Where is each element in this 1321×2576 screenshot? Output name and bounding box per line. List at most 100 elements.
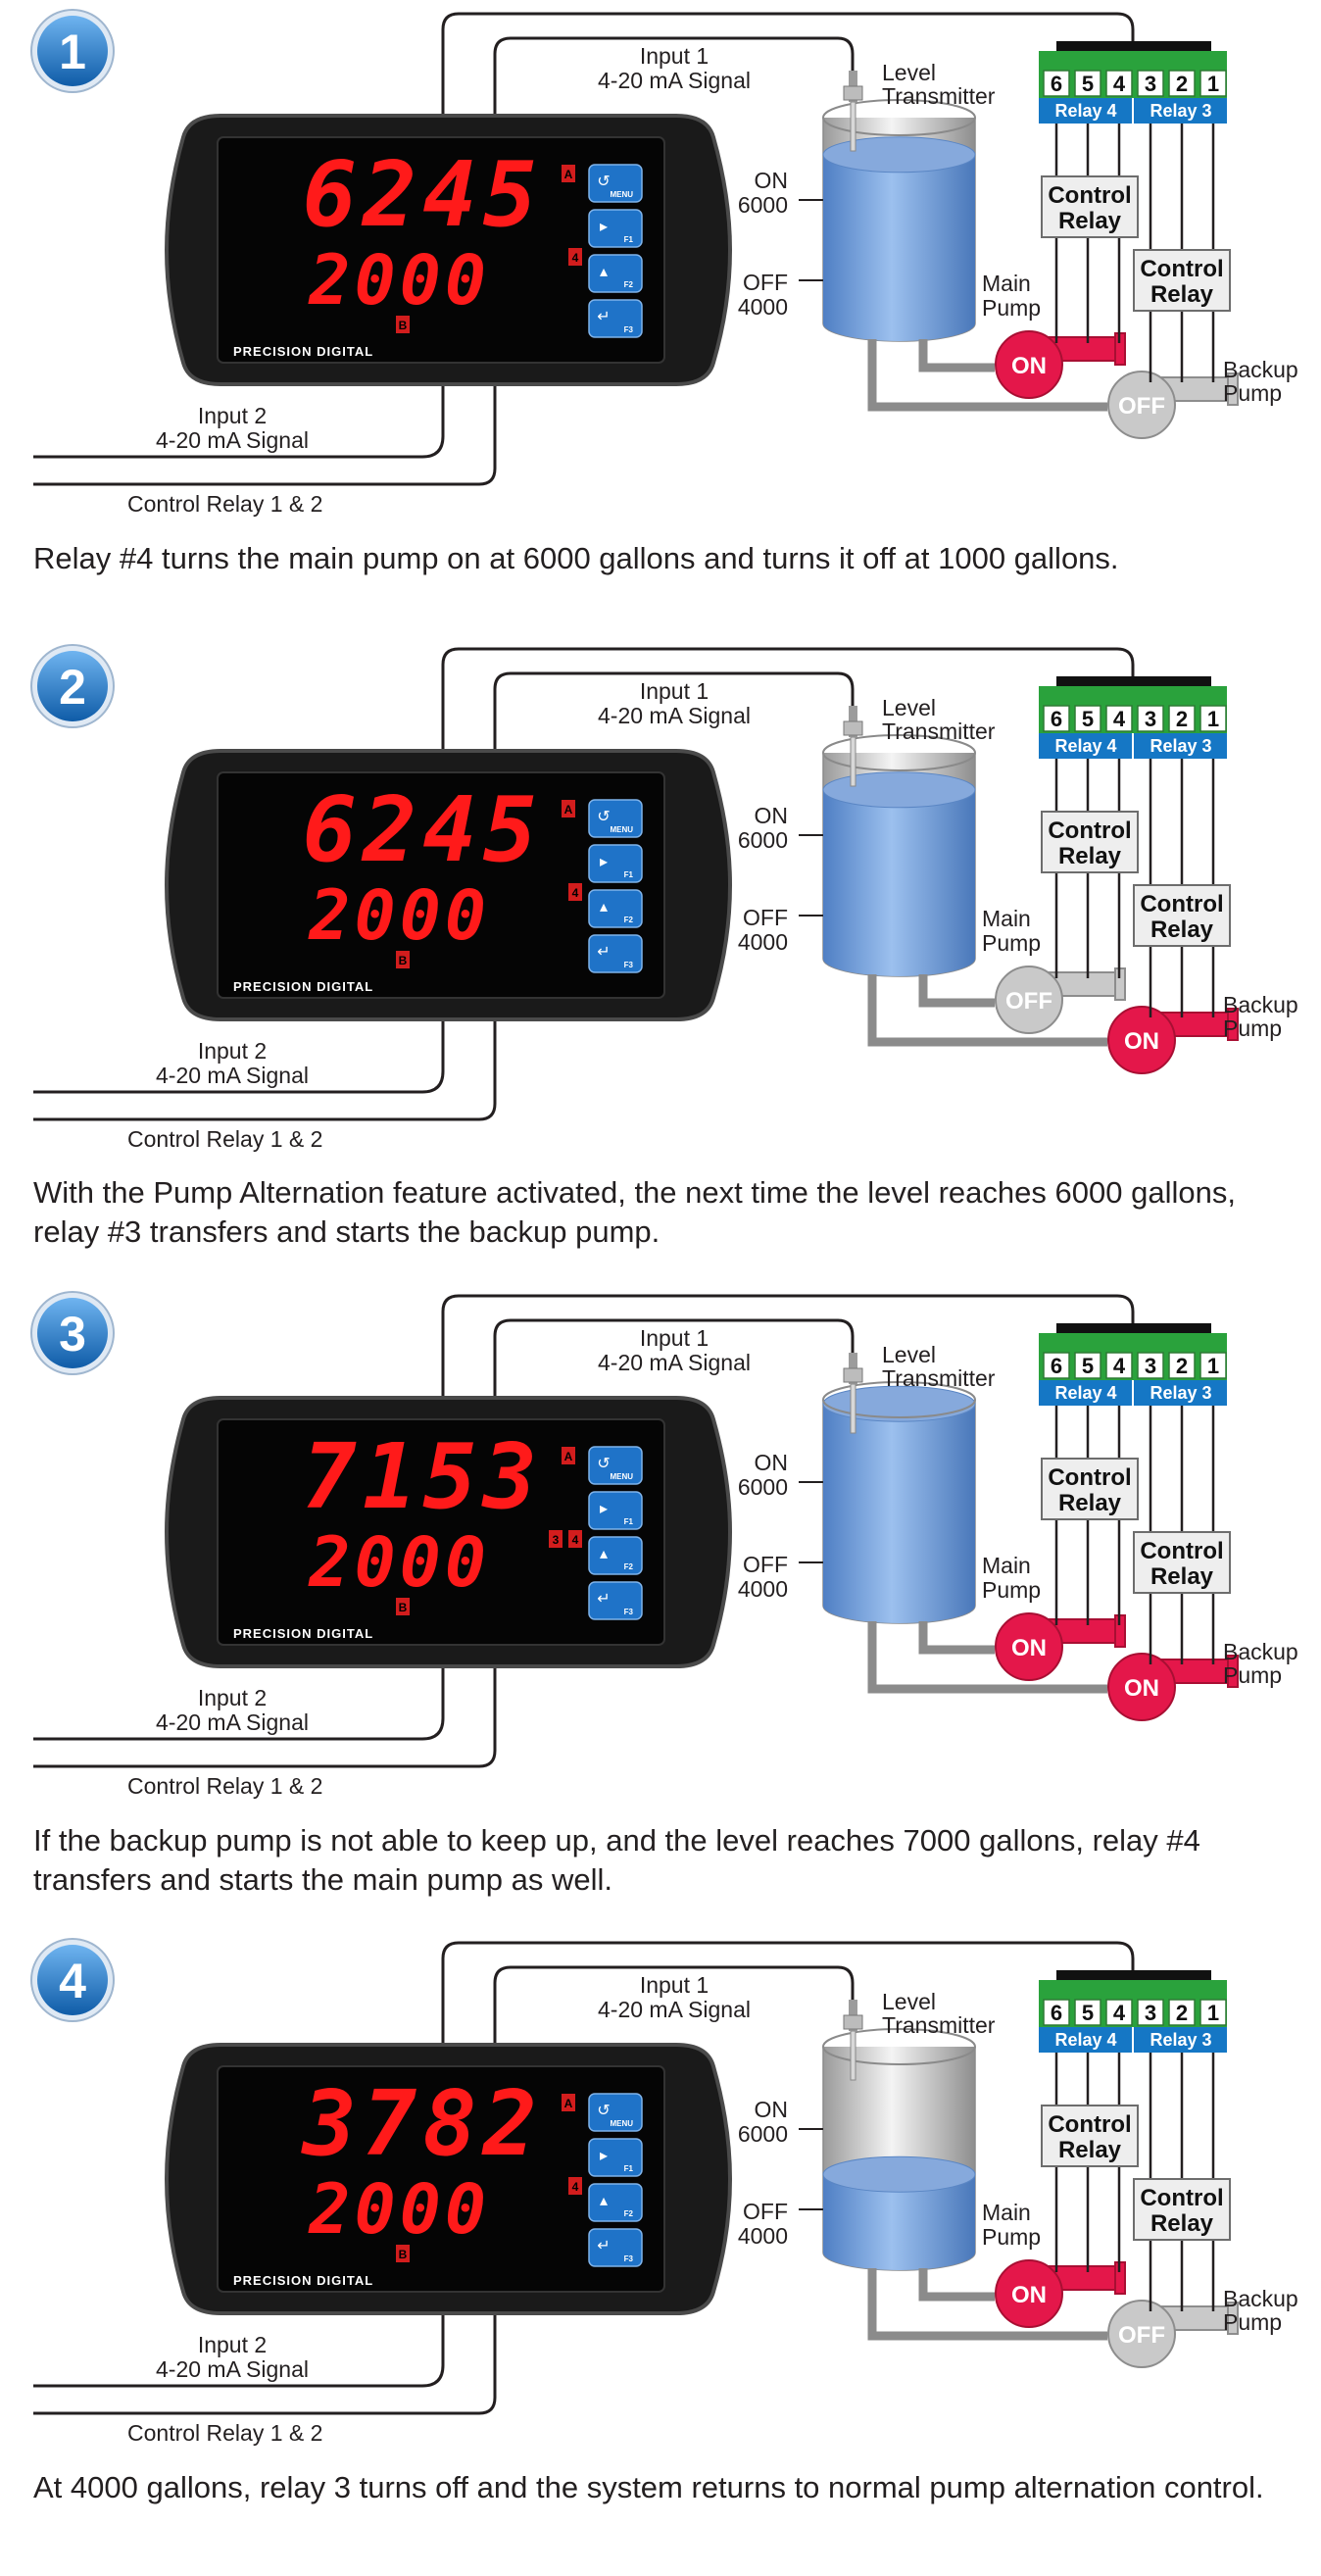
- f2-button[interactable]: ▴F2: [588, 2183, 643, 2222]
- relay3-label: Relay 3: [1150, 1383, 1211, 1403]
- button-icon: ▴: [600, 2193, 608, 2209]
- f2-button[interactable]: ▴F2: [588, 1536, 643, 1575]
- input2-label: Input 2: [198, 1038, 267, 1064]
- tank: [822, 1353, 976, 1624]
- control-relay-text-2: Relay: [1058, 2137, 1122, 2163]
- on-label: ON: [755, 1450, 789, 1475]
- pump-state: ON: [1124, 1675, 1159, 1702]
- transmitter-label: Transmitter: [882, 718, 996, 744]
- terminal-5: 5: [1082, 707, 1094, 731]
- step-number: 4: [59, 1954, 86, 2008]
- indicator-a: A: [564, 2097, 573, 2110]
- button-label: F3: [624, 1608, 634, 1616]
- display-lower-value: 2000: [308, 1522, 490, 1603]
- terminal-3: 3: [1145, 707, 1156, 731]
- terminal-3: 3: [1145, 1354, 1156, 1378]
- button-icon: ▸: [600, 2148, 608, 2164]
- discharge-pipes: [867, 2268, 1107, 2341]
- button-icon: ▴: [600, 264, 608, 280]
- menu-button[interactable]: ↺MENU: [588, 1446, 643, 1485]
- tank: [822, 71, 976, 342]
- f1-button[interactable]: ▸F1: [588, 844, 643, 883]
- button-icon: ↺: [597, 1456, 610, 1472]
- terminal-6: 6: [1051, 707, 1062, 731]
- step-caption: If the backup pump is not able to keep u…: [33, 1823, 1200, 1897]
- display-upper-value: 7153: [302, 1424, 543, 1529]
- brand-label: PRECISION DIGITAL: [233, 2273, 373, 2288]
- control-relay-text: Control: [1048, 182, 1131, 209]
- f3-button[interactable]: ↵F3: [588, 2228, 643, 2267]
- f3-button[interactable]: ↵F3: [588, 299, 643, 338]
- indicator-b: B: [399, 1601, 408, 1614]
- pump-state: ON: [1011, 353, 1047, 379]
- button-label: F3: [624, 325, 634, 334]
- f3-button[interactable]: ↵F3: [588, 934, 643, 973]
- menu-button[interactable]: ↺MENU: [588, 164, 643, 203]
- level-label: Level: [882, 695, 936, 720]
- control-relay-label: Control Relay 1 & 2: [127, 1773, 322, 1799]
- control-relay-text: Control: [1048, 2111, 1131, 2138]
- panel-meter: PRECISION DIGITAL37822000AB4↺MENU▸F1▴F2↵…: [164, 2043, 733, 2315]
- menu-button[interactable]: ↺MENU: [588, 799, 643, 838]
- relay-wiring: [1054, 124, 1215, 382]
- level-label: Level: [882, 60, 936, 85]
- control-relay-text: Control: [1140, 2185, 1223, 2211]
- button-icon: ▴: [600, 1546, 608, 1562]
- control-relay-text-2: Relay: [1150, 281, 1214, 308]
- button-icon: ↺: [597, 2103, 610, 2119]
- discharge-pipes: [867, 1621, 1107, 1694]
- main-pump-label-2: Pump: [982, 930, 1041, 956]
- f3-button[interactable]: ↵F3: [588, 1581, 643, 1620]
- control-relay-text: Control: [1048, 1464, 1131, 1491]
- button-icon: ▸: [600, 219, 608, 235]
- f2-button[interactable]: ▴F2: [588, 889, 643, 928]
- input2-label: Input 2: [198, 403, 267, 428]
- backup-pump-label-2: Pump: [1223, 2309, 1282, 2335]
- signal-wiring: [33, 1941, 1135, 2415]
- f1-button[interactable]: ▸F1: [588, 209, 643, 248]
- button-label: MENU: [610, 2119, 633, 2128]
- step-caption: Relay #4 turns the main pump on at 6000 …: [33, 541, 1119, 575]
- main-pump-label: Main: [982, 906, 1031, 931]
- step-number: 2: [59, 660, 86, 715]
- off-value: 4000: [738, 2223, 788, 2249]
- terminal-3: 3: [1145, 72, 1156, 96]
- f2-button[interactable]: ▴F2: [588, 254, 643, 293]
- input1-signal-label: 4-20 mA Signal: [598, 703, 751, 728]
- f1-button[interactable]: ▸F1: [588, 1491, 643, 1530]
- relay-indicator: 3: [553, 1533, 560, 1547]
- pump-state: ON: [1124, 1028, 1159, 1055]
- input1-label: Input 1: [640, 43, 709, 69]
- backup-pump-label-2: Pump: [1223, 1016, 1282, 1041]
- button-label: F3: [624, 961, 634, 969]
- menu-button[interactable]: ↺MENU: [588, 2093, 643, 2132]
- main-pump-label-2: Pump: [982, 1577, 1041, 1603]
- input2-signal-label: 4-20 mA Signal: [156, 1063, 309, 1088]
- input1-label: Input 1: [640, 678, 709, 704]
- terminal-2: 2: [1176, 2001, 1188, 2025]
- main-pump: ON: [995, 2259, 1126, 2328]
- on-value: 6000: [738, 827, 788, 853]
- backup-pump-label-2: Pump: [1223, 380, 1282, 406]
- control-relay-text: Control: [1140, 1538, 1223, 1564]
- terminal-4: 4: [1113, 707, 1126, 731]
- terminal-5: 5: [1082, 1354, 1094, 1378]
- signal-wiring: [33, 647, 1135, 1121]
- panel-meter: PRECISION DIGITAL62452000AB4↺MENU▸F1▴F2↵…: [164, 114, 733, 386]
- input1-label: Input 1: [640, 1972, 709, 1998]
- tank: [822, 2000, 976, 2271]
- terminal-2: 2: [1176, 72, 1188, 96]
- f1-button[interactable]: ▸F1: [588, 2138, 643, 2177]
- display-lower-value: 2000: [308, 875, 490, 956]
- step-caption: With the Pump Alternation feature activa…: [33, 1175, 1236, 1249]
